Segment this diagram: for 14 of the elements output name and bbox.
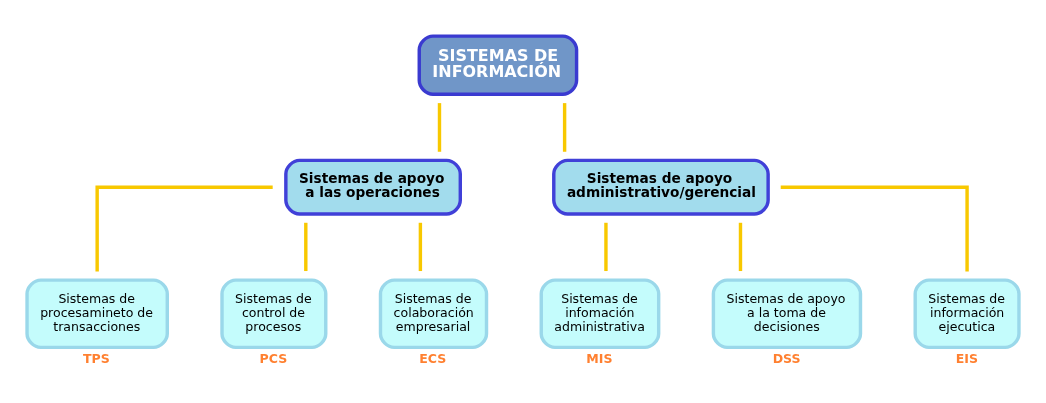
connector [437,102,442,152]
node-label: EIS [955,350,978,366]
node-label: TPS [82,350,110,366]
connector [95,184,273,271]
node-label: DSS [772,350,801,366]
node-label: PCS [259,350,288,366]
connector [604,222,608,271]
node-label: MIS [586,350,613,366]
connector [304,222,308,271]
node-label: ECS [419,350,447,366]
connector [780,184,969,271]
connector [738,222,743,271]
connector [418,222,423,271]
connector [562,102,567,152]
